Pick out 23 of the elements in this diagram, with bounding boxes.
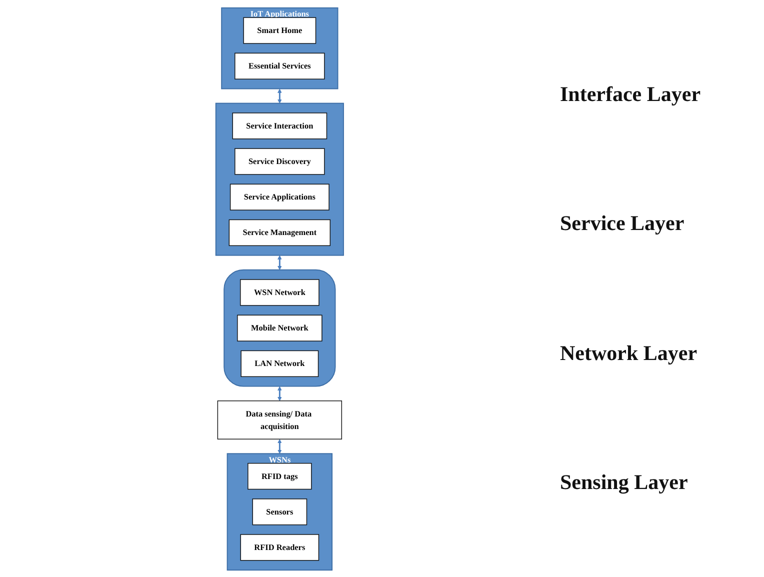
layer-label: Service Layer [560,211,686,236]
node-box: Mobile Network [237,314,323,341]
layer-label: Interface Layer [560,82,702,108]
node-box: Smart Home [244,16,316,44]
node-box: Data sensing/ Data acquisition [218,400,342,439]
node-box: Sensors [252,498,308,525]
arrow [278,254,282,270]
node-box: LAN Network [241,350,319,377]
node-box: RFID tags [248,462,312,490]
layer-label: Network Layer [560,340,698,366]
cluster [216,102,344,256]
node-box: Service Interaction [232,112,328,139]
node-box: Service Discovery [234,148,326,174]
node-box: Essential Services [234,52,326,79]
arrow [278,438,282,454]
node-box: RFID Readers [240,534,320,560]
cluster [224,268,336,386]
node-box: WSN Network [240,278,320,306]
node-box: Service Applications [230,183,330,210]
layer-label: Sensing Layer [560,470,689,495]
arrow [278,386,282,401]
arrow [278,88,282,103]
node-box: Service Management [229,218,331,246]
